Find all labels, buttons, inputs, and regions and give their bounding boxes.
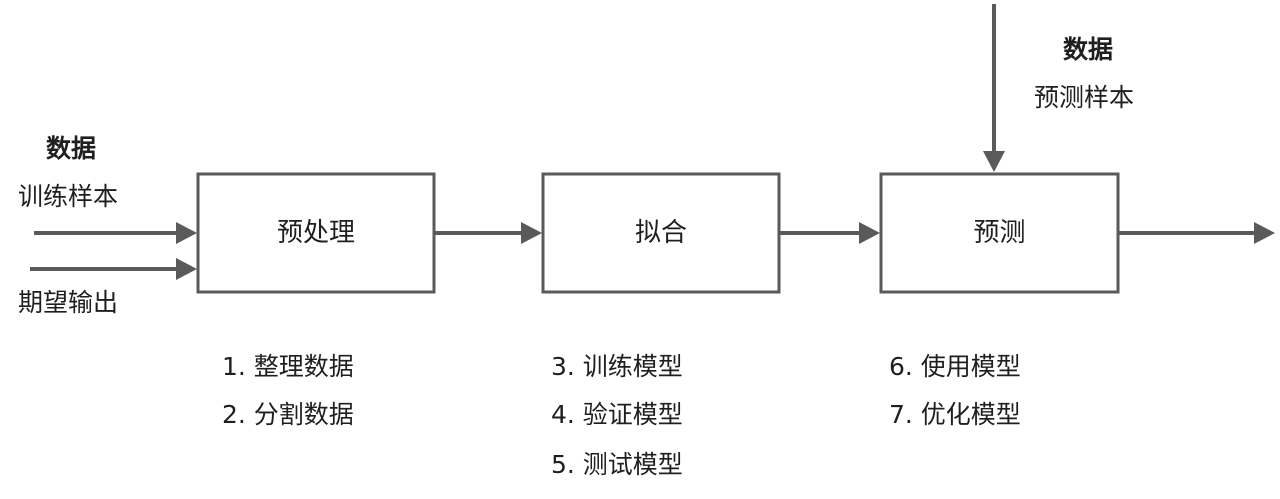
fit-label: 拟合 bbox=[634, 218, 687, 248]
training-input-arrowhead bbox=[176, 222, 197, 244]
preprocess-label: 预处理 bbox=[276, 218, 355, 248]
step-train-model: 3. 训练模型 bbox=[551, 352, 683, 381]
step-split-data: 2. 分割数据 bbox=[222, 400, 354, 429]
training-samples-label: 训练样本 bbox=[18, 182, 119, 211]
preprocess-box bbox=[196, 172, 436, 294]
fit-box bbox=[541, 172, 781, 294]
expected-output-label: 期望输出 bbox=[18, 288, 119, 317]
step-test-model: 5. 测试模型 bbox=[551, 450, 683, 479]
step-use-model: 6. 使用模型 bbox=[889, 352, 1021, 381]
predict-samples-arrowhead bbox=[983, 151, 1005, 172]
predict-output-arrowhead bbox=[1254, 222, 1275, 244]
fit-to-predict-arrowhead bbox=[859, 222, 880, 244]
predict-samples-label: 预测样本 bbox=[1034, 83, 1135, 112]
predict-label: 预测 bbox=[973, 218, 1026, 248]
predict-data-title: 数据 bbox=[1063, 35, 1114, 64]
step-validate-model: 4. 验证模型 bbox=[551, 400, 683, 429]
preprocess-to-fit-arrowhead bbox=[521, 222, 542, 244]
expected-output-arrowhead bbox=[176, 258, 197, 280]
predict-box bbox=[879, 172, 1120, 294]
step-optimize-model: 7. 优化模型 bbox=[889, 400, 1021, 429]
step-organize-data: 1. 整理数据 bbox=[222, 352, 354, 381]
training-data-title: 数据 bbox=[46, 134, 97, 163]
